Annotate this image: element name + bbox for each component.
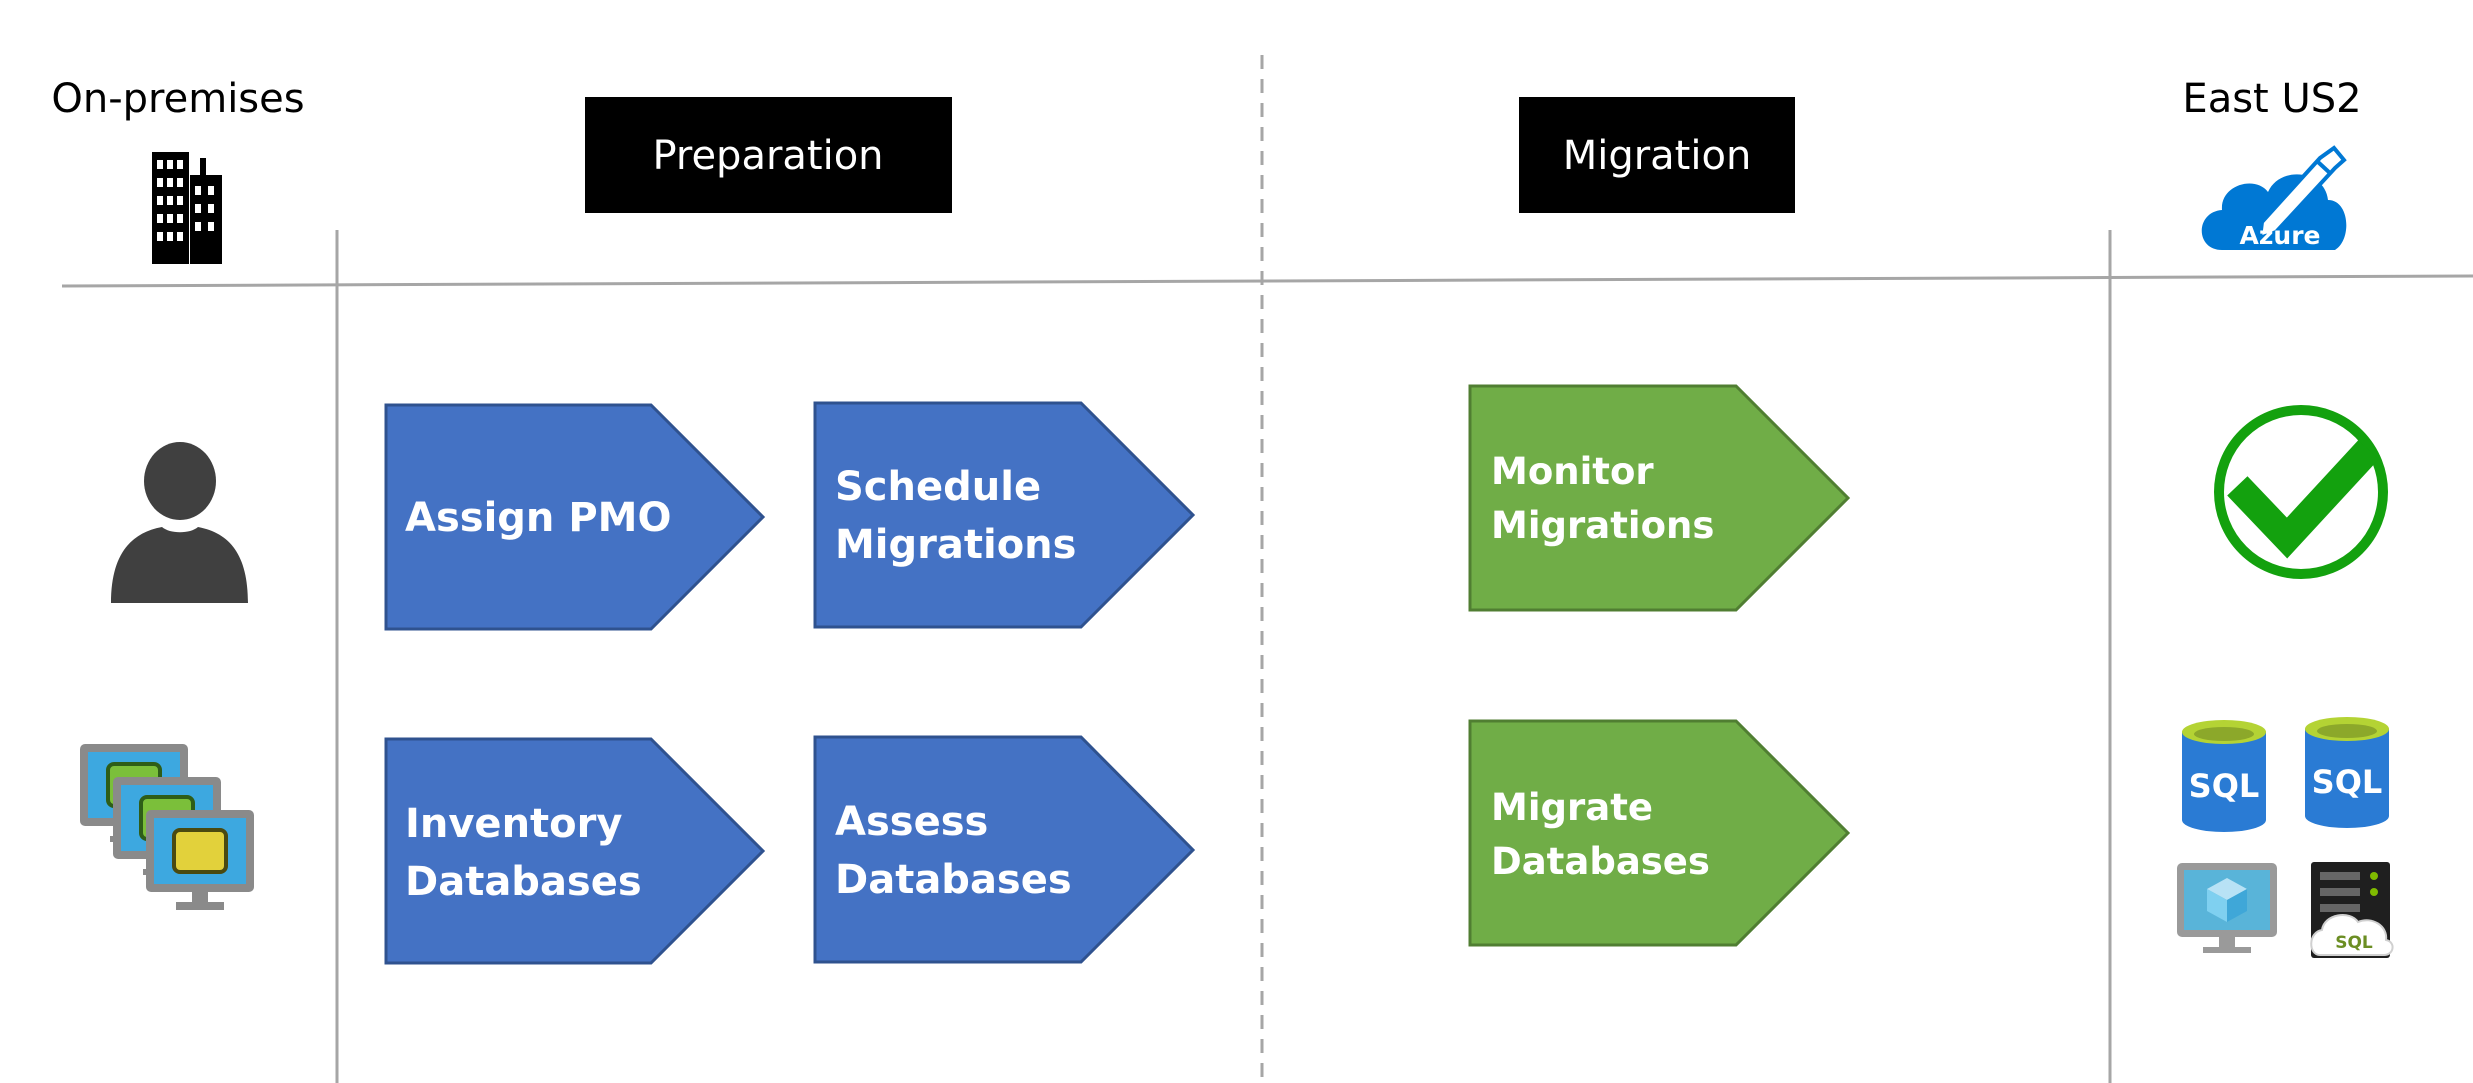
sql-database-icon: SQL xyxy=(2305,717,2389,828)
step-schedule-migrations-label-2: Migrations xyxy=(835,522,1076,568)
virtual-machines-icon xyxy=(80,744,254,910)
phase-migration-label: Migration xyxy=(1563,133,1752,179)
step-monitor-migrations-label-2: Migrations xyxy=(1491,504,1714,547)
sql-database-label: SQL xyxy=(2189,767,2260,805)
step-assign-pmo: Assign PMO xyxy=(384,403,766,631)
step-assess-databases-label-2: Databases xyxy=(835,857,1072,903)
step-assess-databases-label-1: Assess xyxy=(835,799,988,845)
step-monitor-migrations-label-1: Monitor xyxy=(1491,450,1654,493)
azure-icon-label: Azure xyxy=(2240,221,2321,250)
step-schedule-migrations: Schedule Migrations xyxy=(813,401,1196,629)
sql-database-label: SQL xyxy=(2312,763,2383,801)
sql-database-icon: SQL xyxy=(2182,720,2266,832)
step-migrate-databases: Migrate Databases xyxy=(1468,719,1851,947)
east-us2-title: East US2 xyxy=(2182,76,2361,122)
horizontal-divider xyxy=(61,274,2473,288)
on-premises-title: On-premises xyxy=(51,76,304,122)
checkmark-icon xyxy=(2214,405,2388,579)
step-inventory-databases: Inventory Databases xyxy=(384,737,766,965)
step-migrate-databases-label-1: Migrate xyxy=(1491,786,1653,829)
sql-server-label: SQL xyxy=(2335,933,2373,953)
step-assign-pmo-label: Assign PMO xyxy=(405,495,671,541)
phase-preparation: Preparation xyxy=(585,97,952,213)
step-inventory-databases-label-1: Inventory xyxy=(405,801,622,847)
building-icon xyxy=(152,152,222,264)
virtual-machine-icon xyxy=(2177,863,2277,953)
step-schedule-migrations-label-1: Schedule xyxy=(835,464,1041,510)
step-migrate-databases-label-2: Databases xyxy=(1491,840,1710,883)
phase-migration: Migration xyxy=(1519,97,1795,213)
step-monitor-migrations: Monitor Migrations xyxy=(1468,384,1851,612)
separators xyxy=(61,55,2473,1083)
sql-server-icon: SQL xyxy=(2310,862,2394,958)
azure-cloud-icon: Azure xyxy=(2201,145,2347,250)
phase-preparation-label: Preparation xyxy=(652,133,883,179)
step-assess-databases: Assess Databases xyxy=(813,735,1196,964)
step-inventory-databases-label-2: Databases xyxy=(405,859,642,905)
person-icon xyxy=(111,442,248,603)
